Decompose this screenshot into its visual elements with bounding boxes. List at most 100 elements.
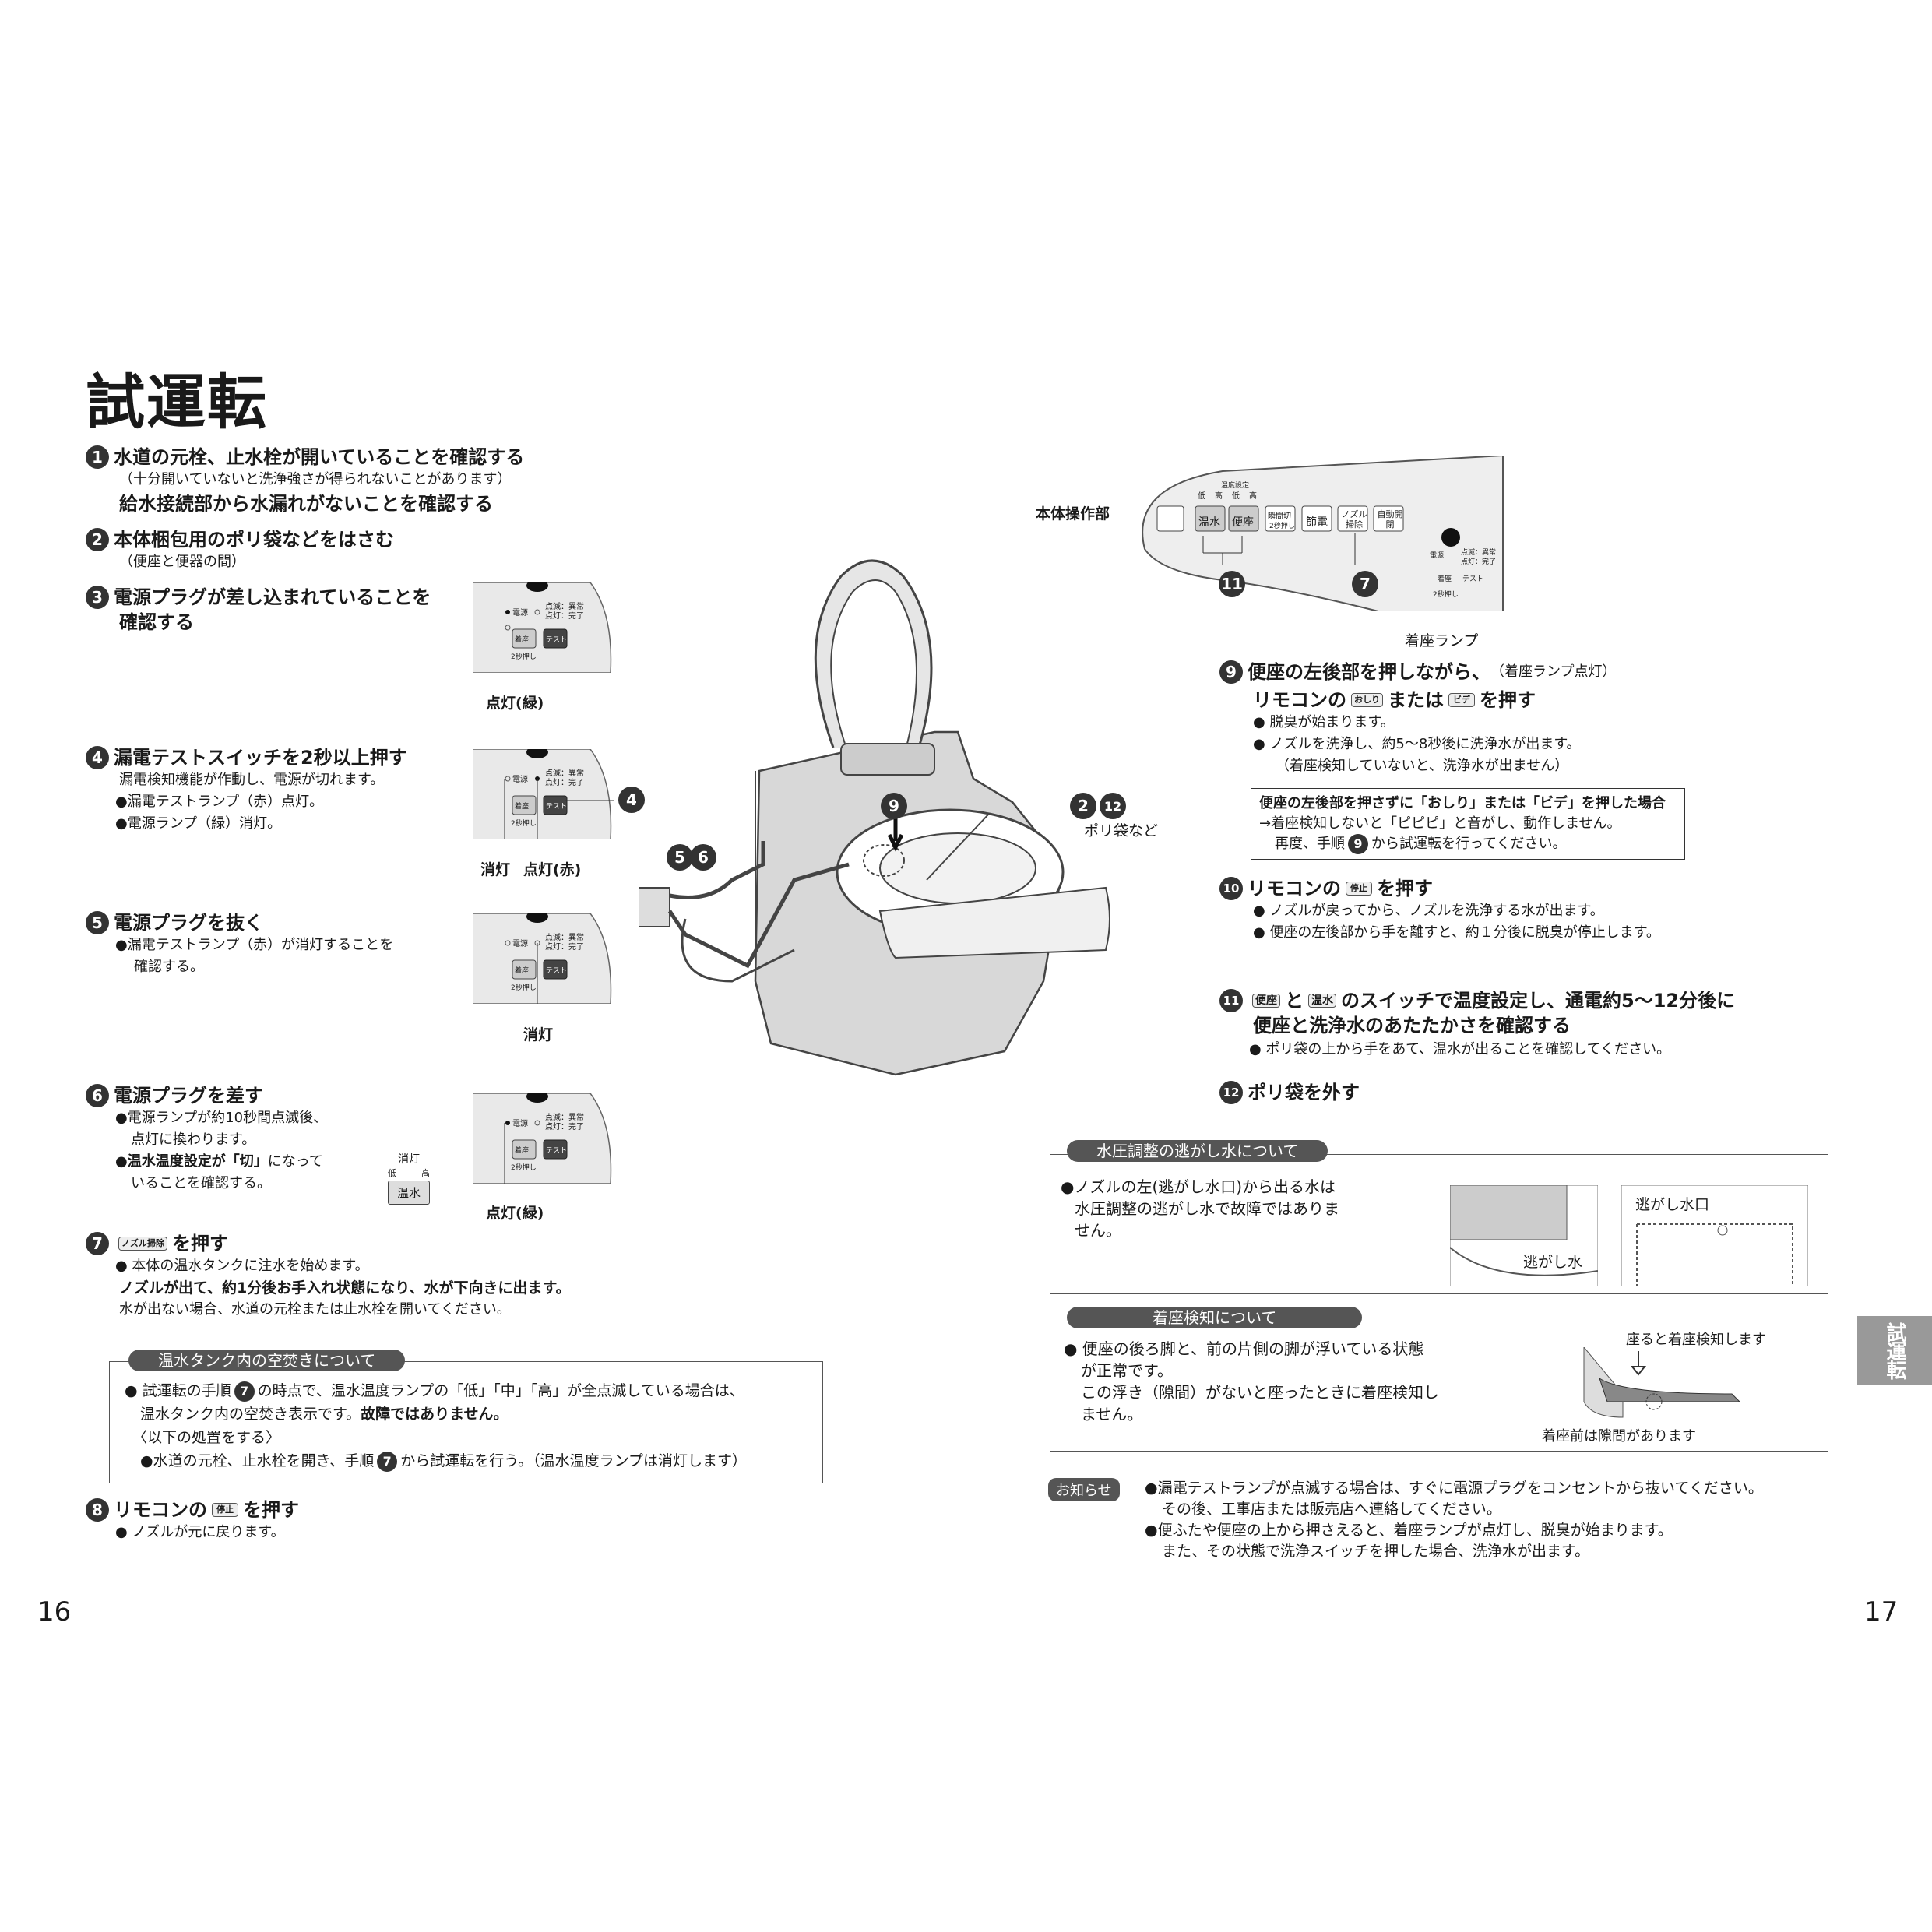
op-temp-label: 温度設定: [1221, 482, 1250, 490]
label-chakuza: 着座: [515, 803, 530, 811]
op-jido-button: 自動開閉: [1377, 509, 1403, 530]
step-title: 電源プラグが差し込まれていることを: [114, 586, 431, 608]
step-number: 7: [86, 1232, 109, 1255]
pressure-line3: せん。: [1075, 1221, 1121, 1240]
step-number: 6: [86, 1084, 109, 1107]
step-bullet: ●漏電テストランプ（赤）点灯。: [115, 794, 324, 810]
seat-line1: ● 便座の後ろ脚と、前の片側の脚が浮いている状態: [1064, 1339, 1424, 1358]
seat-info-box: [1050, 1321, 1828, 1452]
step-title-2: を押す: [243, 1499, 299, 1521]
step-ref-7: 7: [234, 1381, 255, 1402]
step-bullet: ●温水温度設定が「切」になって: [115, 1153, 323, 1170]
oshiri-button-icon: おしり: [1351, 693, 1383, 707]
panel-label-step4-on: 点灯(赤): [523, 861, 582, 878]
nozzle-clean-button-icon: ノズル掃除: [118, 1237, 167, 1251]
step-title: リモコンの: [1248, 878, 1341, 899]
nozzle-image-label: 逃がし水: [1523, 1254, 1583, 1271]
op-nozzle-button: ノズル掃除: [1341, 509, 1367, 530]
op-test: テスト: [1462, 575, 1484, 583]
label-chakuza: 着座: [515, 636, 530, 644]
tank-box-line2: 温水タンク内の空焚き表示です。故障ではありません。: [140, 1406, 509, 1423]
label-tento: 点灯：完了: [545, 779, 584, 787]
label-test: テスト: [546, 803, 568, 811]
step-number: 4: [86, 746, 109, 769]
pressure-box-title: 水圧調整の逃がし水について: [1067, 1140, 1328, 1162]
label-nibyou: 2秒押し: [511, 820, 537, 828]
panel-label-step3: 点灯(緑): [486, 695, 544, 712]
mini-label-off: 消灯: [398, 1153, 420, 1166]
label-test: テスト: [546, 1147, 568, 1155]
label-tento: 点灯：完了: [545, 943, 584, 952]
operation-panel: [1142, 456, 1504, 611]
panel-label-step6: 点灯(緑): [486, 1205, 544, 1222]
step-bullet: ● ノズルが戻ってから、ノズルを洗浄する水が出ます。: [1253, 903, 1604, 919]
pressure-info-box: [1050, 1154, 1828, 1294]
step-number: 9: [1219, 660, 1243, 684]
panel-label-step4-off: 消灯: [480, 861, 511, 878]
op-temp-levels: 低高低高: [1198, 492, 1257, 501]
op-nibyou-2: 2秒押し: [1433, 591, 1459, 599]
callout-9: 9: [881, 793, 907, 819]
seat-image-label1: 座ると着座検知します: [1626, 1332, 1766, 1348]
pressure-line2: 水圧調整の逃がし水で故障ではありま: [1075, 1199, 1339, 1218]
step-number: 5: [86, 911, 109, 934]
pressure-line1: ●ノズルの左(逃がし水口)から出る水は: [1061, 1177, 1336, 1196]
tank-box-line3: 〈以下の処置をする〉: [132, 1429, 281, 1446]
page-title: 試運転: [86, 368, 268, 437]
step-title-2: 便座と洗浄水のあたたかさを確認する: [1253, 1015, 1571, 1036]
s9-warning-box: 便座の左後部を押さずに「おしり」または「ビデ」を押した場合 →着座検知しないと「…: [1251, 788, 1685, 860]
label-tenmetsu: 点滅：異常: [545, 603, 584, 611]
step-bullet: ●電源ランプ（緑）消灯。: [115, 815, 282, 832]
step-title: 便座の左後部を押しながら、: [1248, 661, 1490, 683]
mini-label-hi: 高: [421, 1168, 430, 1178]
seat-line2: が正常です。: [1081, 1361, 1173, 1380]
panel-label-step5: 消灯: [523, 1026, 554, 1043]
step-number: 2: [86, 528, 109, 551]
op-tento: 点灯：完了: [1461, 558, 1497, 566]
op-nibyou: 2秒押し: [1269, 523, 1295, 530]
panel-inset-step5: 電源 点滅：異常 点灯：完了 着座 テスト 2秒押し: [473, 913, 615, 1004]
step-title-2: を押す: [1377, 878, 1433, 899]
step-bullet: ● ノズルを洗浄し、約5～8秒後に洗浄水が出ます。: [1253, 736, 1581, 752]
side-tab: 試運転: [1857, 1316, 1932, 1385]
page-number-left: 16: [37, 1596, 72, 1628]
step-bullet: 水が出ない場合、水道の元栓または止水栓を開いてください。: [119, 1301, 511, 1318]
op-onsui-button: 温水: [1198, 516, 1220, 529]
mini-label-lo: 低: [388, 1168, 396, 1178]
step-note: （着座ランプ点灯）: [1490, 663, 1617, 680]
label-tenmetsu: 点滅：異常: [545, 934, 584, 942]
label-chakuza: 着座: [515, 1147, 530, 1155]
step-bullet-bold: 温水温度設定が「切」: [127, 1153, 268, 1170]
label-dengen: 電源: [512, 609, 528, 618]
outlet-image-label: 逃がし水口: [1635, 1196, 1710, 1213]
seat-image-label2: 着座前は隙間があります: [1542, 1428, 1696, 1445]
step-bullet: （着座検知していないと、洗浄水が出ません）: [1276, 758, 1569, 774]
step-bullet: ● 便座の左後部から手を離すと、約１分後に脱臭が停止します。: [1253, 924, 1660, 941]
op-dengen: 電源: [1430, 552, 1445, 560]
step-number: 11: [1219, 989, 1243, 1012]
onsui-button-mini: 温水: [388, 1181, 430, 1205]
label-test: テスト: [546, 636, 568, 644]
op-benza-button: 便座: [1232, 516, 1254, 529]
oshirase-tag: お知らせ: [1048, 1478, 1120, 1501]
label-dengen: 電源: [512, 1120, 528, 1128]
step-title: 水道の元栓、止水栓が開いていることを確認する: [114, 446, 525, 468]
step-title: 電源プラグを抜く: [114, 912, 263, 934]
op-setsuden-button: 節電: [1306, 516, 1328, 529]
step-number: 12: [1219, 1081, 1243, 1104]
seat-line4: ません。: [1081, 1405, 1143, 1423]
panel-inset-step6: 電源 点滅：異常 点灯：完了 着座 テスト 2秒押し: [473, 1093, 615, 1184]
step-bullet: ● ポリ袋の上から手をあて、温水が出ることを確認してください。: [1249, 1041, 1671, 1057]
s9-warn-line1: 便座の左後部を押さずに「おしり」または「ビデ」を押した場合: [1259, 795, 1666, 811]
step-bullet: ● ノズルが元に戻ります。: [115, 1524, 285, 1540]
